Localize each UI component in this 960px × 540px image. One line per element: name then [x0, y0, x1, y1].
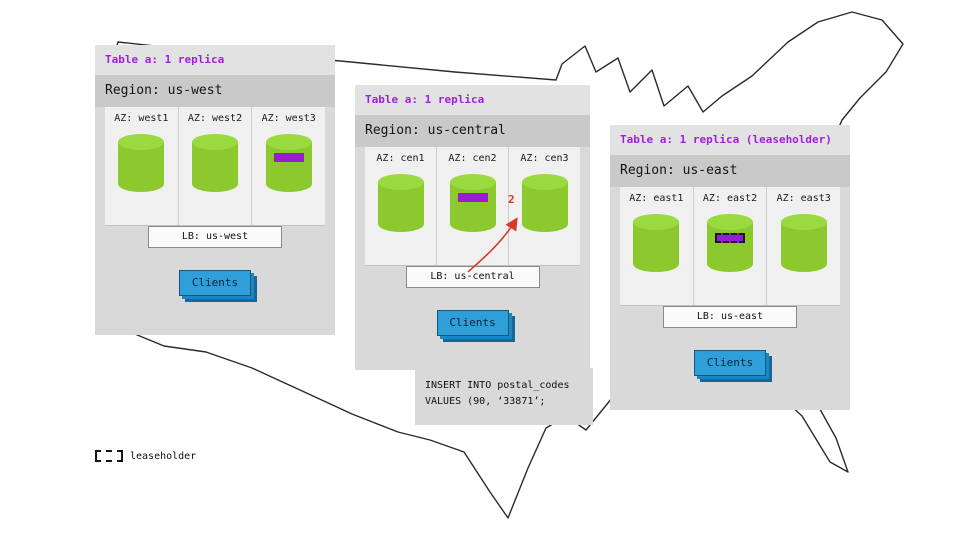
region-panel-us-east: Table a: 1 replica (leaseholder) Region:…: [610, 125, 850, 410]
cylinder-top: [521, 174, 568, 190]
az-label: AZ: east3: [776, 193, 831, 204]
table-replica-label-central: Table a: 1 replica: [355, 85, 590, 115]
az-west2: AZ: west2: [179, 107, 253, 225]
az-cen1: AZ: cen1: [365, 147, 437, 265]
database-cylinder: [707, 214, 753, 272]
clients-button-east[interactable]: Clients: [694, 350, 766, 376]
load-balancer-us-east: LB: us-east: [663, 306, 797, 328]
sql-line-2: VALUES (90, ‘33871’;: [425, 395, 546, 407]
load-balancer-us-central: LB: us-central: [405, 266, 540, 288]
az-east1: AZ: east1: [620, 187, 694, 305]
leaseholder-swatch-icon: [95, 450, 123, 462]
region-title-central: Region: us-central: [355, 115, 590, 147]
database-cylinder: [633, 214, 680, 272]
database-cylinder: [265, 134, 312, 192]
cylinder-top: [449, 174, 496, 190]
cylinder-top: [118, 134, 165, 150]
az-east2: AZ: east2: [694, 187, 768, 305]
load-balancer-us-west: LB: us-west: [148, 226, 282, 248]
sql-line-1: INSERT INTO postal_codes: [425, 380, 570, 391]
legend: leaseholder: [95, 450, 196, 462]
az-west1: AZ: west1: [105, 107, 179, 225]
region-title-west: Region: us-west: [95, 75, 335, 107]
clients-button-west[interactable]: Clients: [179, 270, 251, 296]
sql-statement: INSERT INTO postal_codes VALUES (90, ‘33…: [415, 368, 593, 425]
database-cylinder: [521, 174, 568, 232]
az-container-east: AZ: east1 AZ: east2 AZ: east3: [620, 187, 840, 306]
az-container-west: AZ: west1 AZ: west2 AZ: west3: [105, 107, 325, 226]
database-cylinder: [377, 174, 424, 232]
az-east3: AZ: east3: [767, 187, 840, 305]
region-title-east: Region: us-east: [610, 155, 850, 187]
az-label: AZ: west2: [187, 113, 243, 124]
cylinder-top: [265, 134, 312, 150]
az-cen3: AZ: cen3: [509, 147, 580, 265]
az-label: AZ: cen3: [520, 153, 569, 164]
az-label: AZ: west3: [261, 113, 316, 124]
leaseholder-range: [715, 233, 745, 243]
az-label: AZ: west1: [114, 113, 169, 124]
az-label: AZ: east2: [702, 193, 758, 204]
replica-range: [457, 193, 488, 202]
az-label: AZ: cen2: [448, 153, 497, 164]
cylinder-top: [633, 214, 680, 230]
region-panel-us-west: Table a: 1 replica Region: us-west AZ: w…: [95, 45, 335, 335]
replica-range: [273, 153, 304, 162]
cylinder-top: [377, 174, 424, 190]
table-replica-label-west: Table a: 1 replica: [95, 45, 335, 75]
database-cylinder: [449, 174, 496, 232]
az-west3: AZ: west3: [252, 107, 325, 225]
database-cylinder: [192, 134, 238, 192]
cylinder-top: [707, 214, 753, 230]
clients-button-central[interactable]: Clients: [436, 310, 509, 336]
az-label: AZ: east1: [629, 193, 684, 204]
table-replica-label-east: Table a: 1 replica (leaseholder): [610, 125, 850, 155]
database-cylinder: [118, 134, 165, 192]
az-cen2: AZ: cen2: [437, 147, 509, 265]
az-label: AZ: cen1: [376, 153, 425, 164]
database-cylinder: [780, 214, 827, 272]
arrow-step-label: 2: [508, 193, 515, 206]
cylinder-top: [192, 134, 238, 150]
cylinder-top: [780, 214, 827, 230]
region-panel-us-central: Table a: 1 replica Region: us-central AZ…: [355, 85, 590, 370]
az-container-central: AZ: cen1 AZ: cen2 AZ: cen3: [365, 147, 580, 266]
legend-label: leaseholder: [130, 450, 197, 462]
